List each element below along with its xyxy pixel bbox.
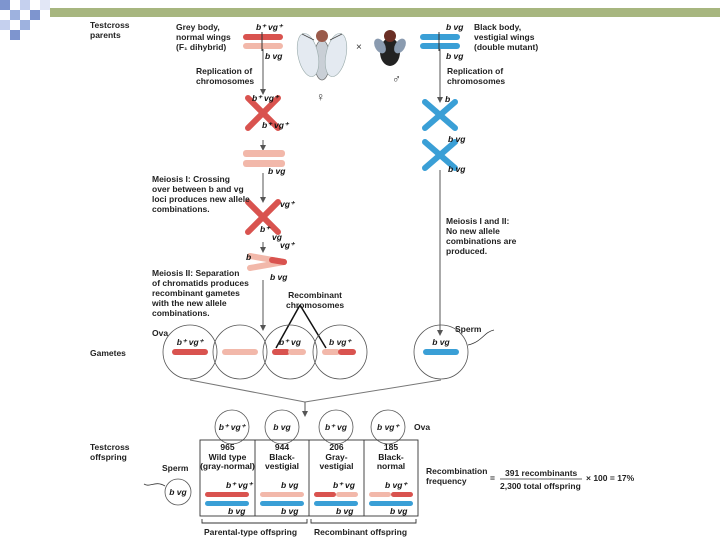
offspring-allele: b vg <box>281 480 299 490</box>
offspring-allele: b vg⁺ <box>385 480 407 490</box>
parental-bracket <box>201 519 308 524</box>
offspring-ova-circles <box>214 409 406 445</box>
female-allele-bottom: b vg <box>265 51 283 61</box>
replicated-chromosome-left <box>245 95 281 131</box>
female-symbol: ♀ <box>316 90 325 104</box>
male-symbol: ♂ <box>392 72 401 86</box>
recombinant-pointer <box>275 304 301 349</box>
chrom-label: b⁺ vg⁺ <box>262 120 289 130</box>
recombination-equals: = <box>490 473 495 483</box>
step-meiosis1: Meiosis I: Crossing over between b and v… <box>152 174 250 214</box>
deco-square <box>10 10 20 20</box>
deco-square <box>0 0 10 10</box>
label-sperm-side: Sperm <box>162 463 189 473</box>
label-gametes: Gametes <box>90 348 126 358</box>
offspring-sperm-circle <box>164 478 192 506</box>
deco-square <box>20 0 30 10</box>
chrom-label: vg⁺ <box>280 240 295 250</box>
chrom-label: b vg <box>268 166 286 176</box>
deco-square <box>20 20 30 30</box>
step-meiosis2: Meiosis II: Separation of chromatids pro… <box>152 268 249 318</box>
chrom-label: b vg <box>448 134 466 144</box>
chrom-label: b vg <box>448 164 466 174</box>
cross-symbol: × <box>356 42 362 53</box>
deco-square <box>10 30 20 40</box>
female-allele-top: b⁺ vg⁺ <box>256 22 283 32</box>
gamete-ova-label: b⁺ vg <box>279 337 301 347</box>
deco-square <box>30 10 40 20</box>
female-parent-desc: Grey body, normal wings (F₁ dihybrid) <box>176 22 231 52</box>
gamete-circles <box>162 324 495 380</box>
deco-square <box>40 0 50 10</box>
label-sperm: Sperm <box>455 324 482 334</box>
offspring-allele: b⁺ vg <box>333 480 355 490</box>
offspring-allele: b vg <box>228 506 246 516</box>
separation-chromosome <box>247 253 287 271</box>
fly-female-image <box>296 30 348 81</box>
label-recombinant-offspring: Recombinant offspring <box>314 527 408 537</box>
gamete-sperm-label: b vg <box>432 337 450 347</box>
male-parent-chromosomes <box>420 32 460 51</box>
male-allele-bottom: b vg <box>446 51 464 61</box>
recombination-numerator: 391 recombinants <box>505 468 578 478</box>
deco-square <box>0 20 10 30</box>
label-testcross-offspring: Testcross offspring <box>90 442 130 462</box>
offspring-cell: 206 Gray- vestigial <box>319 442 354 471</box>
offspring-allele: b vg <box>336 506 354 516</box>
label-offspring-ova: Ova <box>414 422 431 432</box>
recombination-denominator: 2,300 total offspring <box>500 481 581 491</box>
replicated-chromosome-pink <box>243 150 285 167</box>
crossing-over-chromosome <box>245 199 281 235</box>
offspring-cell: 965 Wild type (gray-normal) <box>200 442 255 471</box>
recombinant-bracket <box>310 519 417 524</box>
offspring-ova-label: b⁺ vg <box>325 422 347 432</box>
offspring-ova-label: b vg⁺ <box>377 422 399 432</box>
offspring-ova-label: b vg <box>273 422 291 432</box>
label-testcross-parents: Testcross parents <box>90 20 130 40</box>
step-replication-right: Replication of chromosomes <box>447 66 506 86</box>
offspring-cell: 944 Black- vestigial <box>264 442 300 471</box>
label-recombinant-chromosomes: Recombinant chromosomes <box>286 290 345 310</box>
recombinant-pointer <box>299 304 327 349</box>
recombination-label: Recombination frequency <box>426 466 488 486</box>
step-replication-left: Replication of chromosomes <box>196 66 255 86</box>
chrom-label: vg <box>272 232 282 242</box>
offspring-chromosomes <box>205 492 413 506</box>
offspring-ova-label: b⁺ vg⁺ <box>218 422 246 432</box>
offspring-cell: 185 Black- normal <box>376 442 406 471</box>
offspring-allele: b vg <box>281 506 299 516</box>
chrom-label: b⁺ <box>260 224 270 234</box>
female-parent-chromosomes <box>243 32 283 51</box>
chrom-label: b <box>246 252 252 262</box>
replicated-chromosome-right <box>422 99 458 171</box>
offspring-allele: b⁺ vg⁺ <box>226 480 253 490</box>
top-bar <box>50 8 720 17</box>
offspring-sperm-label: b vg <box>169 487 187 497</box>
offspring-allele: b vg <box>390 506 408 516</box>
step-meiosis-right: Meiosis I and II: No new allele combinat… <box>446 216 517 256</box>
chrom-label: b vg <box>270 272 288 282</box>
chrom-label: vg⁺ <box>280 199 295 209</box>
label-ova: Ova <box>152 328 169 338</box>
male-allele-top: b vg <box>446 22 464 32</box>
chrom-label: b⁺ vg⁺ <box>252 93 279 103</box>
gamete-ova-label: b⁺ vg⁺ <box>176 337 204 347</box>
chrom-label: b <box>445 94 451 104</box>
label-parental-offspring: Parental-type offspring <box>204 527 298 537</box>
recombination-tail: × 100 = 17% <box>586 473 635 483</box>
male-parent-desc: Black body, vestigial wings (double muta… <box>474 22 539 52</box>
gamete-ova-label: b vg⁺ <box>329 337 351 347</box>
fly-male-image <box>374 30 406 66</box>
